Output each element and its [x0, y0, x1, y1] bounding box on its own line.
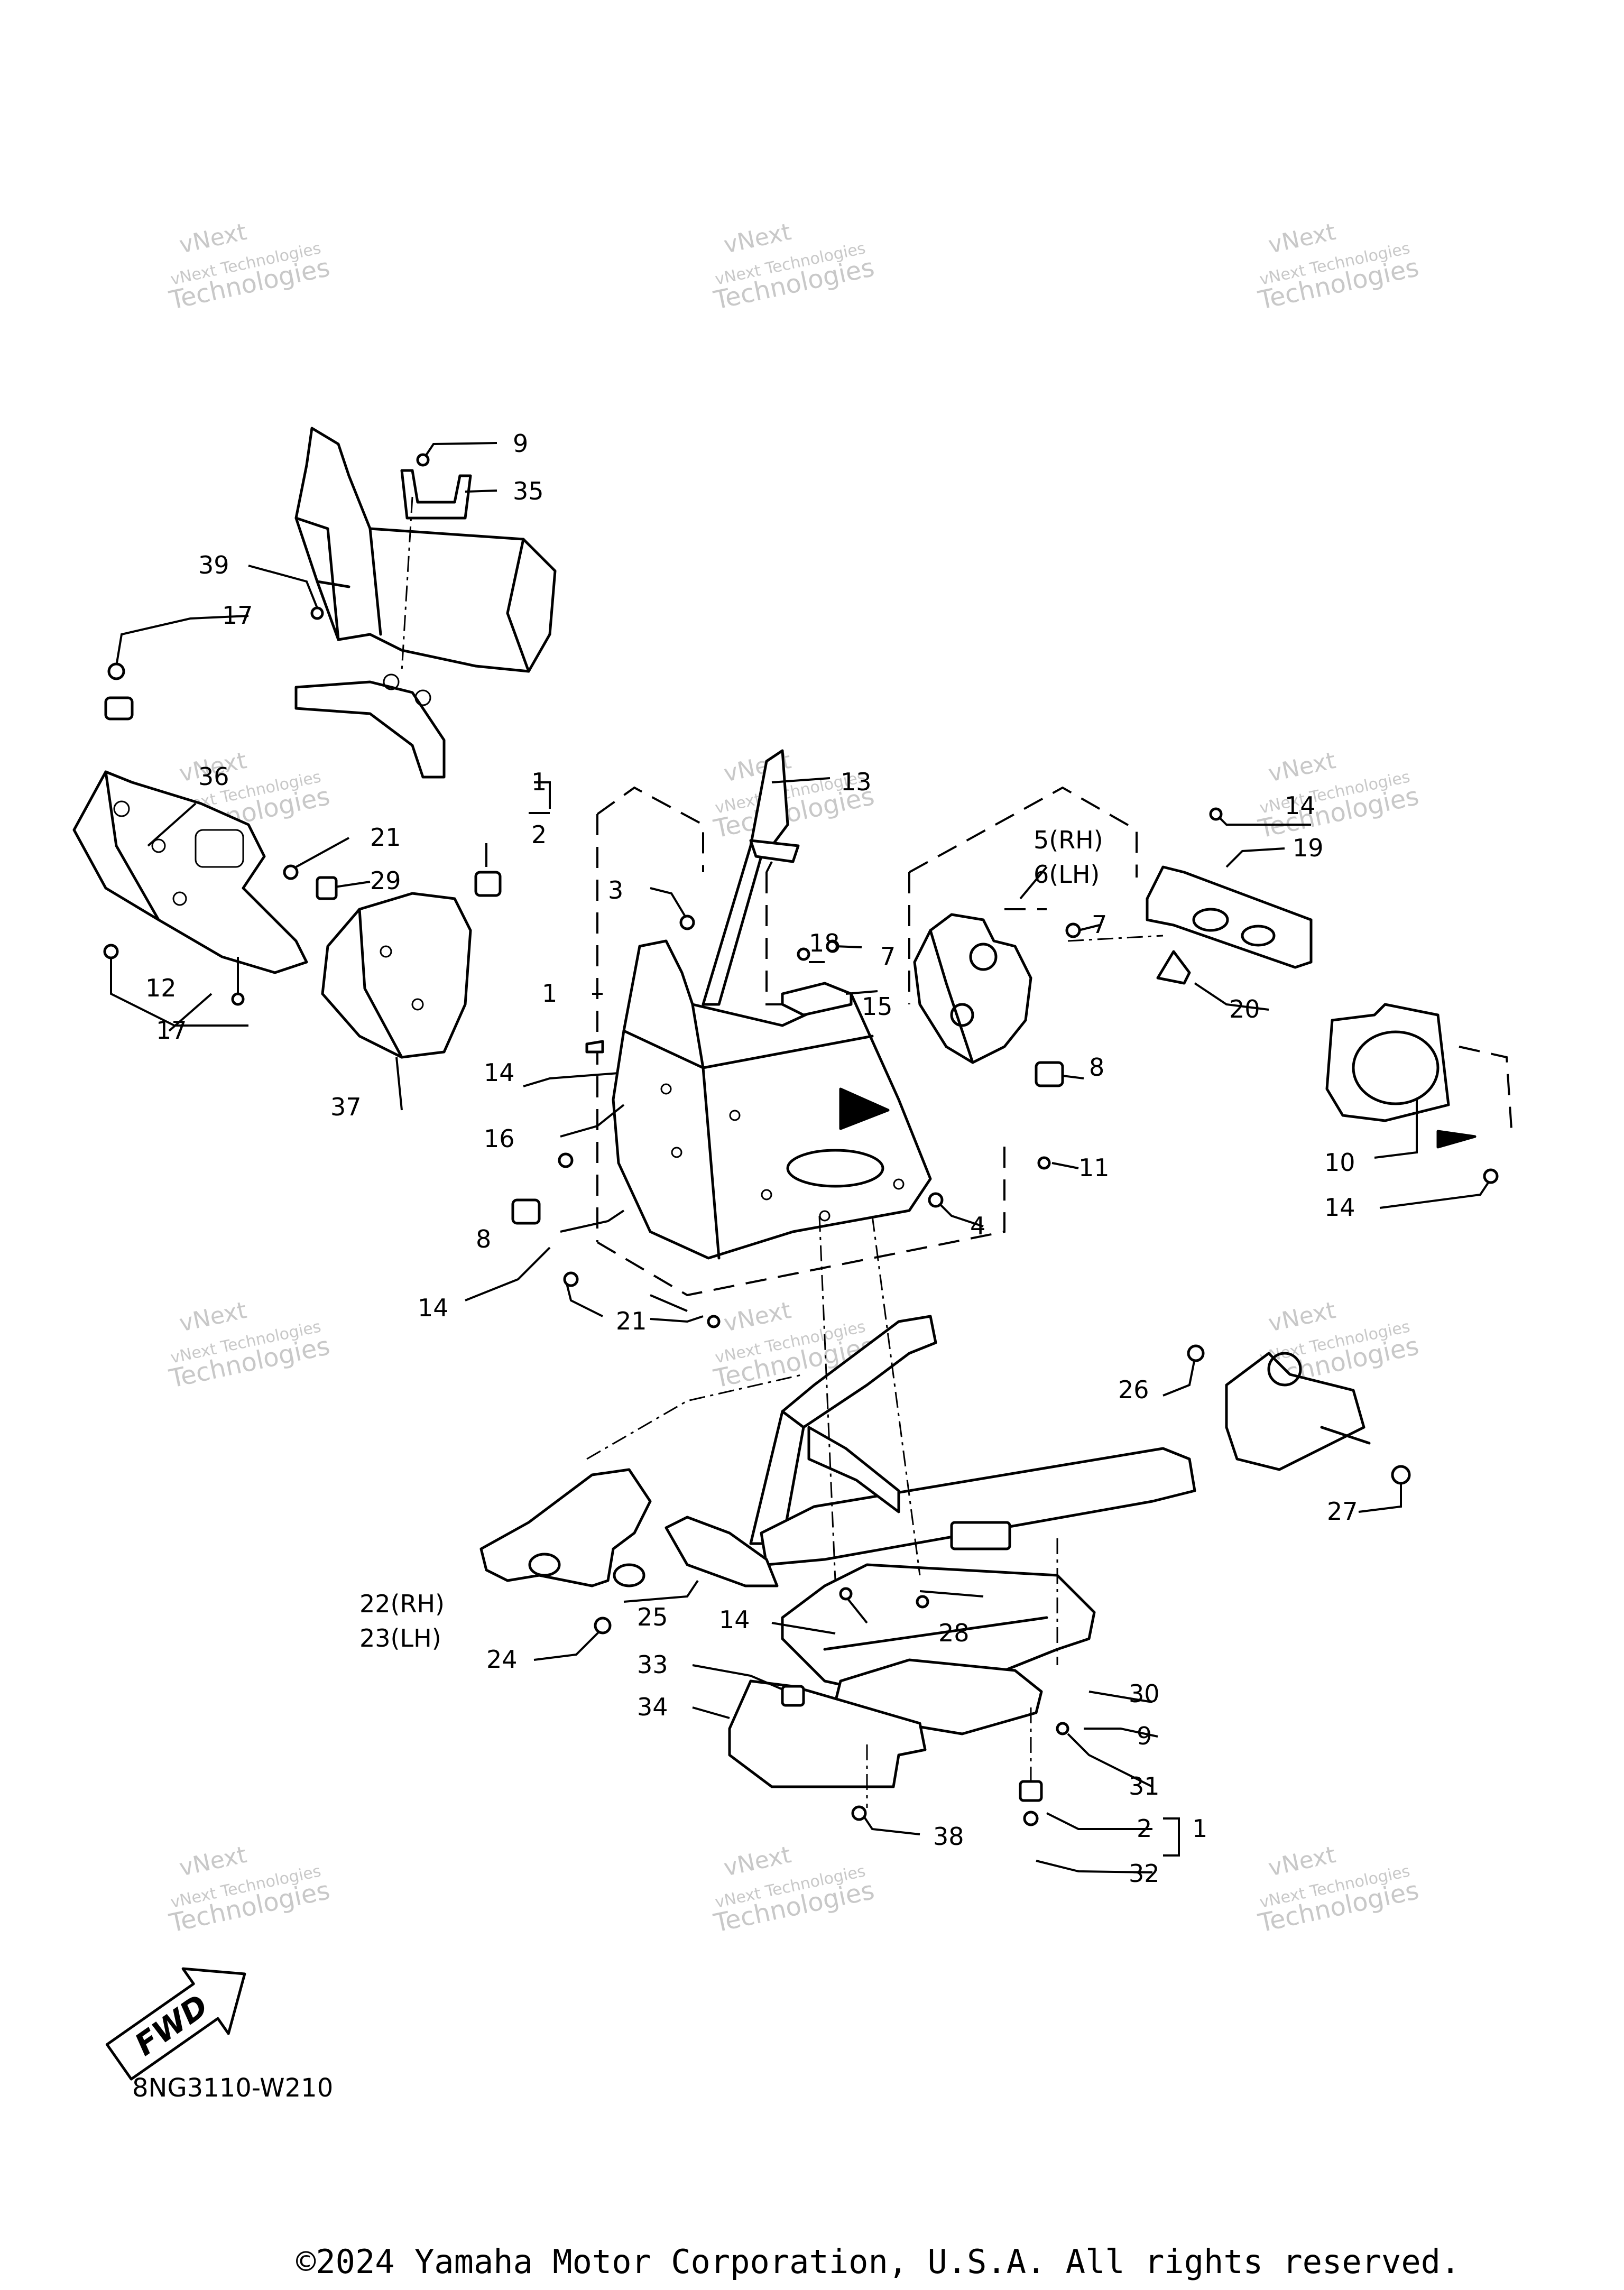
callout-26: 26 — [1118, 1375, 1149, 1404]
callout-21: 21 — [370, 823, 401, 852]
callout-15: 15 — [862, 992, 893, 1021]
svg-text:vNext: vNext — [1266, 1297, 1338, 1337]
svg-text:vNext: vNext — [722, 1297, 793, 1337]
svg-text:vNext: vNext — [1266, 218, 1338, 259]
callout-labels: 9 35 39 17 36 21 29 12 17 37 1 2 3 1 14 … — [145, 429, 1358, 1888]
plate-19-part — [1146, 865, 1313, 969]
callout-14: 14 — [1324, 1193, 1355, 1222]
bracket-22-23-part — [479, 1468, 652, 1587]
callout-36: 36 — [198, 762, 229, 791]
callout-18: 18 — [809, 929, 840, 957]
callout-1: 1 — [542, 979, 557, 1008]
fwd-arrow-icon: FWD — [105, 1967, 246, 2081]
callout-23-lh: 23(LH) — [359, 1624, 441, 1652]
bracket-25-part — [665, 1516, 779, 1587]
callout-12: 12 — [145, 974, 177, 1002]
callout-13: 13 — [841, 768, 872, 796]
svg-text:vNext: vNext — [177, 1841, 249, 1882]
callout-7: 7 — [880, 942, 896, 971]
cover-37-part — [321, 892, 472, 1059]
svg-text:vNext: vNext — [722, 218, 793, 259]
callout-37: 37 — [330, 1093, 362, 1121]
callout-14: 14 — [484, 1058, 515, 1087]
callout-8: 8 — [1089, 1053, 1104, 1082]
watermark: vNext vNext Technologies Technologies — [167, 1297, 333, 1394]
svg-text:vNext: vNext — [177, 1297, 249, 1337]
watermark: vNext vNext Technologies Technologies — [1256, 1841, 1422, 1938]
plate-10-part — [1325, 1003, 1513, 1149]
callout-6-lh: 6(LH) — [1034, 860, 1100, 889]
callout-5-rh: 5(RH) — [1034, 826, 1103, 854]
callout-8: 8 — [476, 1225, 491, 1253]
callout-2: 2 — [531, 820, 547, 849]
watermark: vNext vNext Technologies Technologies — [711, 218, 877, 316]
callout-10: 10 — [1324, 1148, 1355, 1177]
callout-1: 1 — [1192, 1814, 1207, 1843]
callout-19: 19 — [1293, 834, 1324, 862]
watermark: vNext vNext Technologies Technologies — [167, 218, 333, 316]
callout-17: 17 — [156, 1016, 187, 1045]
bracket-15-part — [781, 982, 853, 1017]
callout-14: 14 — [1285, 791, 1316, 820]
copyright-notice: ©2024 Yamaha Motor Corporation, U.S.A. A… — [296, 2242, 1460, 2281]
callout-30: 30 — [1129, 1679, 1160, 1708]
left-bracket-36-part — [72, 770, 308, 974]
callout-39: 39 — [198, 551, 229, 579]
mount-5-6-part — [913, 913, 1032, 1064]
lower-main-frame — [749, 1315, 1371, 1566]
callout-31: 31 — [1129, 1772, 1160, 1800]
watermark: vNext vNext Technologies Technologies — [167, 1841, 333, 1938]
callout-9: 9 — [1137, 1722, 1152, 1750]
callout-24: 24 — [486, 1645, 518, 1674]
fasteners — [103, 453, 1499, 1826]
svg-text:vNext: vNext — [1266, 747, 1338, 788]
callout-16: 16 — [484, 1124, 515, 1153]
callout-7: 7 — [1092, 910, 1107, 939]
callout-2: 2 — [1137, 1814, 1152, 1843]
callout-32: 32 — [1129, 1859, 1160, 1888]
callout-3: 3 — [608, 876, 623, 904]
callout-25: 25 — [637, 1603, 668, 1631]
svg-text:vNext: vNext — [177, 218, 249, 259]
callout-27: 27 — [1327, 1497, 1358, 1526]
callout-11: 11 — [1078, 1153, 1110, 1182]
callout-14: 14 — [418, 1294, 449, 1322]
svg-text:vNext: vNext — [722, 1841, 793, 1882]
diagram-code: 8NG3110-W210 — [132, 2073, 333, 2103]
bracket-20-part — [1156, 950, 1191, 985]
upper-duct-part — [294, 427, 557, 779]
skid-plate-30-part — [781, 1563, 1096, 1704]
callout-28: 28 — [938, 1619, 970, 1647]
callout-21: 21 — [616, 1307, 647, 1335]
callout-1: 1 — [531, 768, 547, 796]
svg-text:vNext: vNext — [1266, 1841, 1338, 1882]
callout-17: 17 — [222, 601, 253, 630]
callout-38: 38 — [933, 1822, 964, 1851]
callout-14: 14 — [719, 1605, 750, 1634]
bracket-35-part — [400, 469, 472, 520]
callout-22-rh: 22(RH) — [359, 1590, 445, 1618]
watermark: vNext vNext Technologies Technologies — [1256, 218, 1422, 316]
callout-9: 9 — [513, 429, 528, 458]
callout-20: 20 — [1229, 995, 1260, 1023]
callout-4: 4 — [970, 1212, 985, 1240]
strut-13-part — [702, 749, 800, 1006]
callout-35: 35 — [513, 477, 544, 505]
watermark: vNext vNext Technologies Technologies — [711, 1841, 877, 1938]
callout-29: 29 — [370, 866, 401, 895]
watermark: vNext vNext Technologies Technologies — [1256, 747, 1422, 844]
front-frame-panel — [612, 939, 932, 1260]
callout-34: 34 — [637, 1693, 668, 1721]
callout-33: 33 — [637, 1650, 668, 1679]
